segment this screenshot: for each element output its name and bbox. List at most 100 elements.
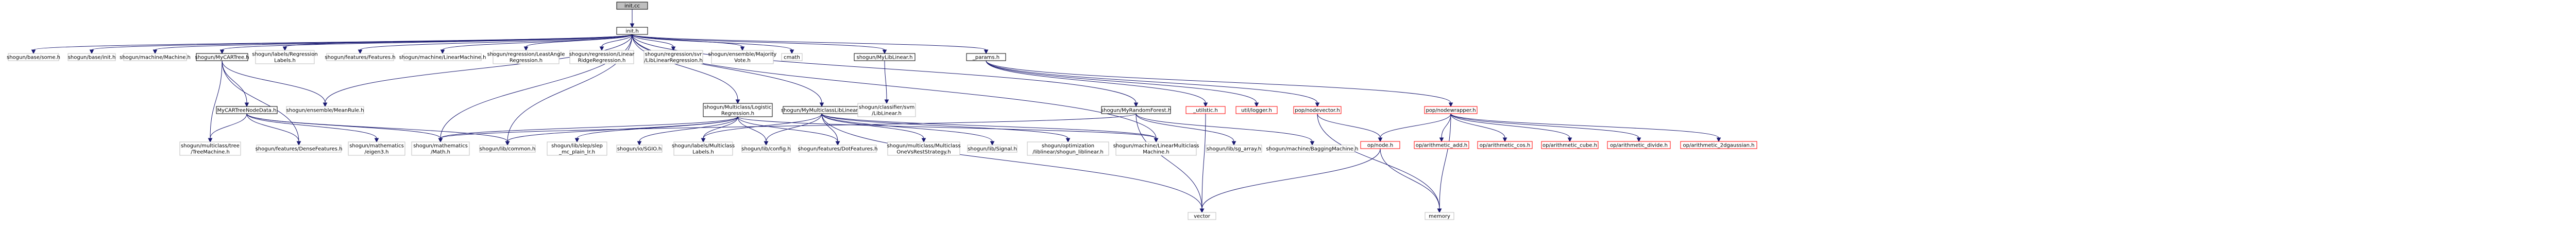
node-oplog[interactable]: op/arithmetic_2dgaussian.h [1680, 141, 1757, 149]
node-logger[interactable]: util/logger.h [1235, 106, 1278, 114]
node-slep: shogun/lib/slep/slep_mc_plain_lr.h [547, 141, 607, 156]
edge-arrowhead [740, 46, 745, 51]
node-opdivide[interactable]: op/arithmetic_divide.h [1607, 141, 1671, 149]
node-memory: memory [1425, 212, 1454, 220]
node-label: shogun/lib/sg_array.h [1207, 147, 1261, 152]
node-label: shogun/optimization [1042, 143, 1094, 149]
node-box [1206, 145, 1262, 153]
edge-arrowhead [884, 99, 889, 104]
dependency-edge [246, 113, 510, 146]
edge-line [440, 113, 1137, 139]
edge-arrowhead [282, 46, 287, 51]
edge-arrowhead [671, 46, 676, 51]
node-label: Labels.h [692, 150, 714, 155]
edge-line [632, 34, 1157, 139]
dependency-edge [821, 113, 840, 146]
node-box [67, 53, 116, 61]
node-label: /Math.h [431, 150, 450, 155]
dependency-edge [884, 60, 889, 104]
edge-line [1317, 113, 1381, 138]
edge-line [632, 34, 885, 50]
node-label: op/arithmetic_add.h [1416, 143, 1468, 149]
node-opcos[interactable]: op/arithmetic_cos.h [1477, 141, 1533, 149]
edge-line [601, 34, 633, 47]
edge-arrowhead [599, 46, 604, 51]
edge-line [632, 34, 743, 47]
node-label: shogun/mathematics [349, 143, 404, 149]
node-mylib[interactable]: shogun/MyLibLinear.h [854, 53, 916, 61]
node-box [1235, 106, 1278, 114]
node-box [123, 53, 187, 61]
dependency-edge [208, 60, 223, 143]
node-label: shogun/Multiclass/Logistic [704, 105, 772, 111]
dependency-edge [1317, 113, 1442, 213]
node-opcube[interactable]: op/arithmetic_cube.h [1541, 141, 1599, 149]
edge-arrowhead [789, 49, 794, 55]
edge-line [986, 60, 1318, 103]
edge-arrowhead [31, 49, 36, 55]
node-root[interactable]: init.cc [616, 2, 648, 10]
node-box [781, 53, 803, 61]
node-initH[interactable]: init.h [616, 27, 648, 35]
node-label: shogun/regression/svr [645, 52, 703, 58]
edge-line [222, 34, 633, 50]
node-vector: vector [1188, 212, 1216, 220]
dependency-edge [1136, 113, 1315, 146]
dependency-edge [438, 116, 738, 143]
node-label: RidgeRegression.h [578, 58, 626, 64]
edge-arrowhead [984, 49, 989, 55]
node-mcliblin[interactable]: shogun/MyMulticlassLibLinear.h [781, 106, 862, 114]
node-mycart[interactable]: shogun/MyCARTree.h [195, 53, 249, 61]
node-box [411, 141, 470, 156]
node-box [1101, 106, 1171, 114]
node-box [1360, 141, 1400, 149]
node-box [8, 53, 59, 61]
edge-line [1317, 113, 1440, 209]
node-cartnode[interactable]: MyCARTreeNodeData.h [216, 106, 278, 114]
node-label: _utilstic.h [1193, 108, 1218, 114]
edge-arrowhead [1502, 137, 1507, 142]
dependency-edge [358, 34, 633, 55]
node-label: Regression.h [721, 111, 754, 117]
edge-line [210, 113, 247, 139]
edge-arrowhead [574, 138, 580, 143]
edge-line [703, 116, 738, 139]
node-popnodewrap[interactable]: pop/nodewrapper.h [1424, 106, 1478, 114]
node-label: shogun/mathematics [413, 143, 468, 149]
node-box [967, 145, 1018, 153]
edge-line [1439, 113, 1451, 209]
node-params[interactable]: _params.h [966, 53, 1006, 61]
node-label: Regression.h [510, 58, 543, 64]
node-box [1188, 212, 1216, 220]
edge-arrowhead [1636, 137, 1641, 142]
node-box [1425, 212, 1454, 220]
edge-line [986, 60, 1257, 103]
node-rforest[interactable]: shogun/MyRandomForest.h [1101, 106, 1171, 114]
node-opadd[interactable]: op/arithmetic_add.h [1414, 141, 1469, 149]
node-label: shogun/labels/Multiclass [672, 143, 735, 149]
node-bagging: shogun/machine/BaggingMachine.h [1266, 145, 1358, 153]
node-opnode[interactable]: op/node.h [1360, 141, 1400, 149]
node-utilstic[interactable]: _utilstic.h [1185, 106, 1226, 114]
node-label: memory [1429, 214, 1450, 220]
node-config: shogun/lib/config.h [741, 145, 791, 153]
dependency-edge [821, 113, 1159, 143]
edge-arrowhead [1378, 137, 1383, 142]
edge-arrowhead [208, 138, 213, 143]
node-popnodevec[interactable]: pop/nodevector.h [1293, 106, 1342, 114]
dependency-edge [986, 60, 1208, 107]
edge-arrowhead [735, 99, 740, 104]
edge-line [639, 116, 738, 142]
edge-arrowhead [440, 49, 445, 55]
dependency-edge [821, 113, 1071, 143]
edge-line [1136, 113, 1202, 209]
edge-arrowhead [764, 141, 769, 146]
dependency-edge [986, 60, 1259, 107]
dependency-edge [1317, 113, 1383, 142]
edge-line [821, 113, 1202, 209]
